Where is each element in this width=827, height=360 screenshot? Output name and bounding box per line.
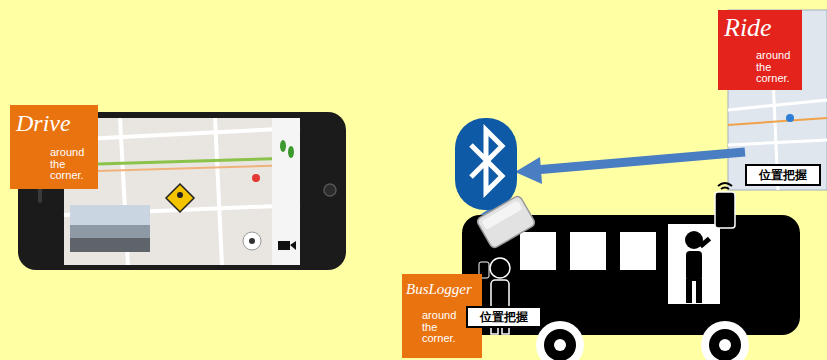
map-screen [64,118,300,265]
bus-window [570,232,606,270]
footprint-icon [280,140,286,152]
logo-title: Ride [724,15,772,41]
arrow-shaft [535,152,745,170]
phone-button [324,184,336,196]
map-route [64,158,300,165]
bus-wheel [701,321,749,360]
label-text: 位置把握 [480,310,528,324]
logo-title: Drive [16,111,71,135]
map-road-orange [64,165,300,172]
map-marker [252,174,260,182]
app-logo: Drive around the corner. [10,105,98,189]
bus-window [520,232,556,270]
locate-button [249,238,255,244]
bus-window [620,232,656,270]
bus-door [668,224,720,304]
bus-wheel [554,339,566,351]
arrow-head [515,157,542,184]
camera-icon [278,241,290,250]
camera-inset-road [70,238,150,252]
bus-wheel [544,329,576,360]
passenger-figure [685,231,711,303]
camera-inset [70,205,150,252]
locate-button [243,232,261,250]
bus-wheel [719,339,731,351]
ride-map-road [728,118,827,125]
map-roads [64,118,300,265]
warning-sign-figure [177,192,183,198]
ride-map-marker [786,114,794,122]
passenger-phone [715,192,735,228]
camera-inset-sky [70,205,150,225]
side-panel [272,118,300,265]
status-label: 位置把握 [745,164,821,186]
bus-wheel [709,329,741,360]
warning-sign [166,184,194,212]
bluetooth-logo [455,118,517,210]
wifi-icon [718,183,732,186]
app-logo: Ride around the corner. [718,10,802,90]
footprint-icon [288,146,294,158]
camera-icon [290,241,296,250]
logo-tagline: around the corner. [422,310,464,345]
wifi-icon [721,188,729,190]
logo-tagline: around the corner. [756,50,800,85]
bluetooth-rune [471,130,502,192]
logo-title: BusLogger [406,282,472,297]
label-text: 位置把握 [759,168,807,182]
bus-wheel [536,321,584,360]
status-label: 位置把握 [466,306,542,328]
logo-tagline: around the corner. [50,147,96,182]
buslogger-device [476,195,536,249]
